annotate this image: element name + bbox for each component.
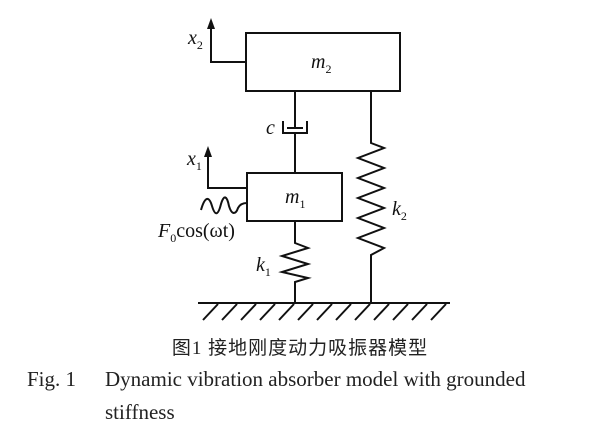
caption-english-text: Dynamic vibration absorber model with gr… (105, 367, 526, 391)
caption-figure-number: Fig. 1 (27, 367, 77, 391)
x1-arrow-line (207, 154, 247, 189)
x1-arrowhead-icon (204, 146, 212, 157)
ground-hatch-line (240, 303, 257, 321)
x2-arrowhead-icon (207, 18, 215, 29)
spring-k2 (355, 91, 387, 303)
ground-hatch-line (411, 303, 428, 321)
spring-k1-label: k1 (256, 254, 271, 279)
vibration-absorber-diagram: m2 m1 c k1 k2 x2 x1 F0cos(ωt) (157, 18, 450, 321)
mass-m2-label: m2 (311, 51, 331, 76)
caption-english-line2: stiffness (105, 400, 175, 424)
ground-hatch-line (316, 303, 333, 321)
caption-english-line1: Fig. 1 Dynamic vibration absorber model w… (27, 367, 525, 392)
spring-k1 (278, 221, 312, 303)
force-label: F0cos(ωt) (157, 220, 235, 245)
mass-m1-label: m1 (285, 186, 305, 211)
ground-hatch-line (202, 303, 219, 321)
ground-hatch-line (430, 303, 447, 321)
ground-hatch-line (354, 303, 371, 321)
ground-hatch-line (278, 303, 295, 321)
caption-chinese: 图1 接地刚度动力吸振器模型 (171, 338, 429, 359)
spring-k2-label: k2 (392, 198, 407, 223)
ground-hatch-line (335, 303, 352, 321)
forcing-wave (200, 196, 248, 215)
ground-hatch-line (297, 303, 314, 321)
ground-hatch-line (392, 303, 409, 321)
x2-arrow-line (210, 26, 246, 63)
ground-hatch-line (373, 303, 390, 321)
ground-hatching (202, 303, 447, 321)
damper-c-label: c (266, 117, 275, 139)
ground-hatch-line (259, 303, 276, 321)
x2-label: x2 (187, 27, 203, 52)
x1-label: x1 (186, 148, 202, 173)
ground-hatch-line (221, 303, 238, 321)
